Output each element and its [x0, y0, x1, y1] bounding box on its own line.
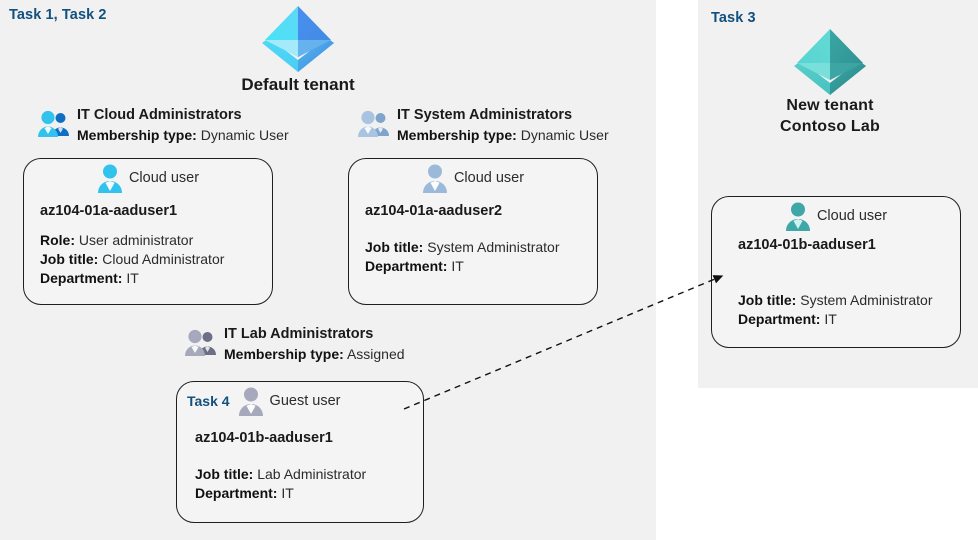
group-users-icon	[185, 329, 216, 356]
guest-user-icon	[238, 387, 263, 416]
new-tenant-block: New tenant Contoso Lab	[740, 25, 920, 136]
azure-ad-tenant-icon	[794, 29, 866, 95]
attr-department-value: IT	[126, 270, 139, 286]
group-users-icon	[358, 110, 389, 137]
group-name: IT System Administrators	[397, 107, 573, 123]
attr-job-title: Job title: System Administrator	[738, 291, 960, 310]
new-tenant-name-line1: New tenant	[786, 97, 874, 114]
group-membership-type: Membership type: Dynamic User	[397, 126, 609, 145]
task-label-4: Task 4	[187, 393, 230, 409]
task-label-1-2: Task 1, Task 2	[9, 7, 107, 23]
new-tenant-name-line2: Contoso Lab	[780, 118, 880, 135]
attr-role: Role: User administrator	[40, 231, 272, 250]
group-it-system-administrators: IT System Administrators Membership type…	[358, 106, 609, 145]
attr-job-title-value: Cloud Administrator	[102, 251, 225, 267]
group-it-lab-administrators: IT Lab Administrators Membership type: A…	[185, 325, 405, 364]
membership-value: Dynamic User	[200, 127, 289, 143]
user-type-label: Guest user	[269, 393, 341, 409]
attr-department-key: Department:	[365, 258, 448, 274]
attr-department-value: IT	[281, 485, 294, 501]
user-type-label: Cloud user	[453, 170, 525, 186]
attr-job-title-value: System Administrator	[800, 292, 933, 308]
card-header: Cloud user	[24, 159, 272, 197]
attr-department-key: Department:	[195, 485, 278, 501]
group-name: IT Cloud Administrators	[77, 107, 242, 123]
task-label-3: Task 3	[711, 10, 756, 26]
group-membership-type: Membership type: Dynamic User	[77, 126, 289, 145]
attr-department: Department: IT	[195, 484, 423, 503]
attr-job-title: Job title: Cloud Administrator	[40, 250, 272, 269]
default-tenant-block: Default tenant	[228, 2, 368, 95]
user-type-label: Cloud user	[128, 170, 200, 186]
attr-job-title-value: System Administrator	[427, 239, 560, 255]
group-name: IT Lab Administrators	[224, 326, 374, 342]
attr-job-title: Job title: Lab Administrator	[195, 465, 423, 484]
attr-job-title-key: Job title:	[195, 466, 254, 482]
attr-department-key: Department:	[40, 270, 123, 286]
cloud-user-icon	[785, 202, 810, 231]
user-id: az104-01a-aaduser2	[365, 203, 503, 219]
attr-role-key: Role:	[40, 232, 75, 248]
attr-department-value: IT	[451, 258, 464, 274]
membership-key: Membership type:	[397, 127, 517, 143]
azure-ad-tenant-icon	[262, 6, 334, 72]
attr-job-title: Job title: System Administrator	[365, 238, 597, 257]
user-attributes: Job title: System Administrator Departme…	[712, 291, 960, 329]
group-it-cloud-administrators: IT Cloud Administrators Membership type:…	[38, 106, 289, 145]
membership-key: Membership type:	[77, 127, 197, 143]
attr-department-value: IT	[824, 311, 837, 327]
default-tenant-name: Default tenant	[241, 75, 355, 94]
user-card-az104-01b-aaduser1: Cloud user az104-01b-aaduser1 Job title:…	[711, 196, 961, 348]
attr-job-title-value: Lab Administrator	[257, 466, 367, 482]
card-header: Cloud user	[349, 159, 597, 197]
attr-job-title-key: Job title:	[738, 292, 797, 308]
membership-value: Assigned	[346, 346, 405, 362]
attr-department-key: Department:	[738, 311, 821, 327]
user-card-guest-az104-01b-aaduser1: Task 4 Guest user az104-01b-aaduser1 Job…	[176, 381, 424, 523]
card-header: Task 4 Guest user	[177, 382, 423, 420]
membership-value: Dynamic User	[520, 127, 609, 143]
attr-department: Department: IT	[40, 269, 272, 288]
user-id: az104-01a-aaduser1	[40, 203, 178, 219]
group-membership-type: Membership type: Assigned	[224, 345, 405, 364]
attr-job-title-key: Job title:	[40, 251, 99, 267]
group-users-icon	[38, 110, 69, 137]
cloud-user-icon	[97, 164, 122, 193]
user-id: az104-01b-aaduser1	[738, 237, 876, 253]
user-id: az104-01b-aaduser1	[195, 430, 333, 446]
user-card-az104-01a-aaduser1: Cloud user az104-01a-aaduser1 Role: User…	[23, 158, 273, 305]
user-attributes: Job title: System Administrator Departme…	[349, 238, 597, 276]
attr-department: Department: IT	[738, 310, 960, 329]
user-attributes: Role: User administrator Job title: Clou…	[24, 231, 272, 288]
card-header: Cloud user	[712, 197, 960, 235]
attr-role-value: User administrator	[78, 232, 194, 248]
membership-key: Membership type:	[224, 346, 344, 362]
attr-job-title-key: Job title:	[365, 239, 424, 255]
user-type-label: Cloud user	[816, 208, 888, 224]
cloud-user-icon	[422, 164, 447, 193]
user-card-az104-01a-aaduser2: Cloud user az104-01a-aaduser2 Job title:…	[348, 158, 598, 305]
attr-department: Department: IT	[365, 257, 597, 276]
user-attributes: Job title: Lab Administrator Department:…	[177, 465, 423, 503]
